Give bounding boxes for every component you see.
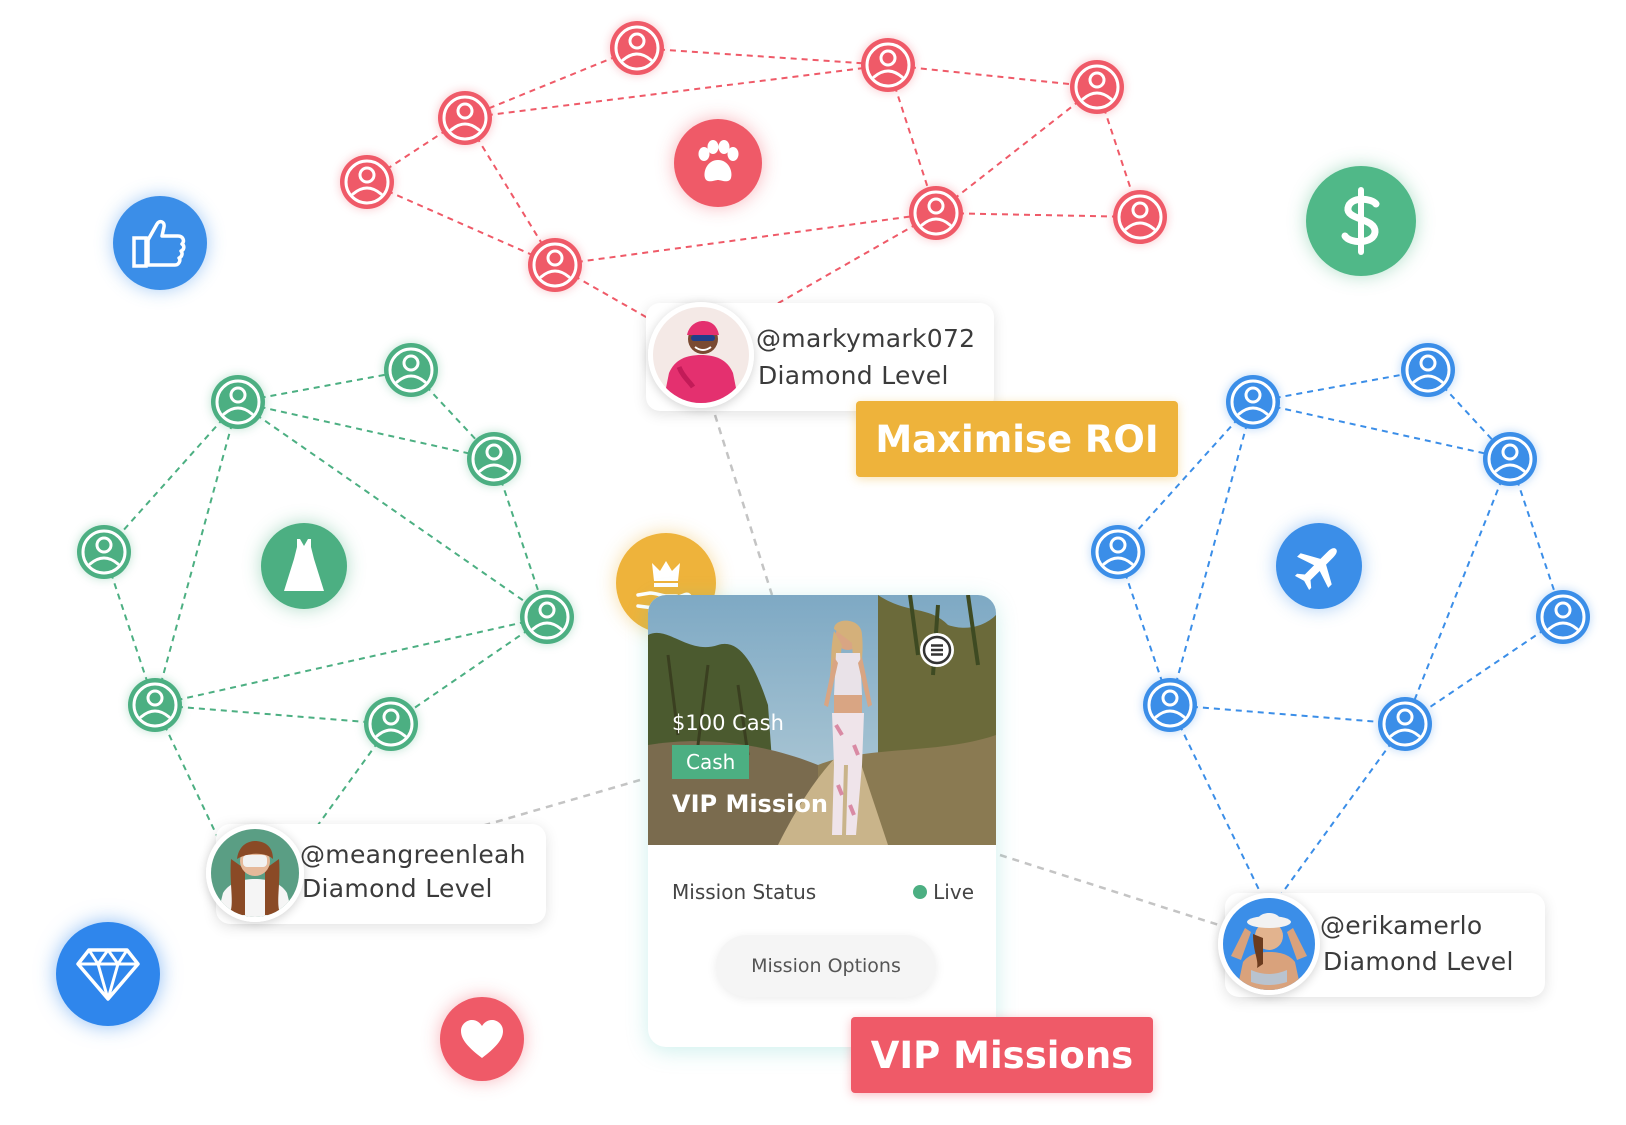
gray-connector-lines (467, 414, 1226, 929)
profile-handle: @meangreenleah (300, 840, 526, 869)
dollar-icon (1306, 166, 1416, 276)
mission-status-badge: Live (913, 880, 974, 904)
mission-title: VIP Mission (672, 790, 828, 818)
paw-icon (674, 119, 762, 207)
user-node-icon (608, 19, 666, 77)
red-nodes (338, 19, 1169, 294)
user-node-icon (859, 36, 917, 94)
user-node-icon (338, 153, 396, 211)
thumbs-up-icon (113, 196, 207, 290)
avatar (1218, 893, 1320, 995)
user-node-icon (1534, 588, 1592, 646)
user-node-icon (362, 695, 420, 753)
user-node-icon (1481, 430, 1539, 488)
airplane-icon (1276, 523, 1362, 609)
heart-icon (440, 997, 524, 1081)
mission-tag: Cash (672, 745, 750, 779)
mission-options-button[interactable]: Mission Options (716, 935, 936, 997)
dress-icon (261, 523, 347, 609)
user-node-icon (1089, 523, 1147, 581)
profile-level: Diamond Level (758, 361, 949, 390)
profile-level: Diamond Level (1323, 947, 1514, 976)
mission-status-value: Live (933, 880, 974, 904)
mission-status-row: Mission Status Live (672, 880, 974, 904)
user-node-icon (1141, 676, 1199, 734)
menu-icon[interactable] (920, 633, 954, 667)
user-node-icon (436, 89, 494, 147)
diamond-icon (56, 922, 160, 1026)
user-node-icon (1068, 58, 1126, 116)
blue-nodes (1089, 341, 1592, 753)
avatar (648, 302, 754, 408)
user-node-icon (526, 236, 584, 294)
maximise-roi-banner: Maximise ROI (856, 401, 1178, 477)
user-node-icon (1376, 695, 1434, 753)
user-node-icon (209, 373, 267, 431)
red-network-lines (366, 47, 1141, 326)
mission-status-label: Mission Status (672, 880, 817, 904)
user-node-icon (465, 430, 523, 488)
user-node-icon (75, 523, 133, 581)
profile-level: Diamond Level (302, 874, 493, 903)
green-nodes (75, 341, 576, 753)
user-node-icon (907, 184, 965, 242)
user-node-icon (1111, 188, 1169, 246)
user-node-icon (1399, 341, 1457, 399)
profile-handle: @erikamerlo (1320, 911, 1483, 940)
user-node-icon (518, 588, 576, 646)
mission-reward: $100 Cash (672, 711, 784, 735)
user-node-icon (382, 341, 440, 399)
live-dot-icon (913, 885, 928, 899)
user-node-icon (1224, 373, 1282, 431)
profile-handle: @markymark072 (756, 324, 976, 353)
vip-missions-banner: VIP Missions (851, 1017, 1153, 1093)
user-node-icon (126, 676, 184, 734)
mission-photo: $100 Cash Cash VIP Mission (648, 595, 996, 845)
avatar (206, 824, 304, 922)
mission-card[interactable]: $100 Cash Cash VIP Mission Mission Statu… (648, 595, 996, 1047)
